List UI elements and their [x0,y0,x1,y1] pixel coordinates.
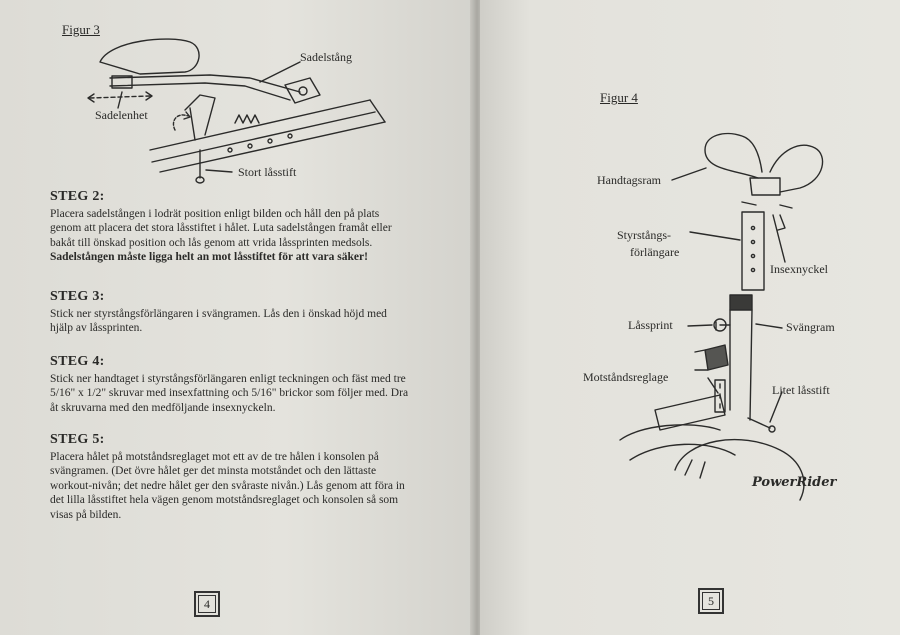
step-4-heading: STEG 4: [50,354,105,369]
page-number-left: 4 [194,591,220,617]
step-3-section: STEG 3: Stick ner styrstångsförlängaren … [50,289,410,336]
callout-motstandsreglage: Motståndsreglage [583,370,669,384]
powerrider-logo: PowerRider [752,475,837,490]
step-4-text: Stick ner handtaget i styrstångsförlänga… [50,372,409,414]
step-2-warning: Sadelstången måste ligga helt an mot lås… [50,251,368,263]
step-2-text: Placera sadelstången i lodrät position e… [50,207,392,249]
figure-3-label: Figur 3 [62,22,100,37]
callout-svangram: Svängram [786,320,835,334]
step-2-section: STEG 2: Placera sadelstången i lodrät po… [50,189,410,265]
callout-sadelstang: Sadelstång [300,50,352,64]
right-page: Figur 4 [480,0,900,635]
step-5-heading: STEG 5: [50,432,105,447]
left-page: Figur 3 [0,0,474,635]
callout-styrstangsforlangare-line2: förlängare [630,245,680,259]
step-3-text: Stick ner styrstångsförlängaren i svängr… [50,307,387,335]
figure-4-handlebar-diagram [619,132,824,501]
step-3-heading: STEG 3: [50,289,105,304]
figure-4-label: Figur 4 [600,90,638,105]
callout-stort-lasstift: Stort låsstift [238,165,297,179]
callout-styrstangsforlangare-line1: Styrstångs- [617,228,671,242]
step-2-heading: STEG 2: [50,189,105,204]
figure-3-seat-post-diagram [87,38,386,184]
step-5-section: STEG 5: Placera hålet på motståndsreglag… [50,432,410,522]
callout-insexnyckel: Insexnyckel [770,262,828,276]
step-5-text: Placera hålet på motståndsreglaget mot e… [50,450,405,521]
callout-sadelenhet: Sadelenhet [95,108,148,122]
callout-handtagsram: Handtagsram [597,173,661,187]
step-4-section: STEG 4: Stick ner handtaget i styrstångs… [50,354,410,415]
page-number-right: 5 [698,588,724,614]
callout-lassprint: Låssprint [628,318,673,332]
callout-litet-lasstift: Litet låsstift [772,383,830,397]
